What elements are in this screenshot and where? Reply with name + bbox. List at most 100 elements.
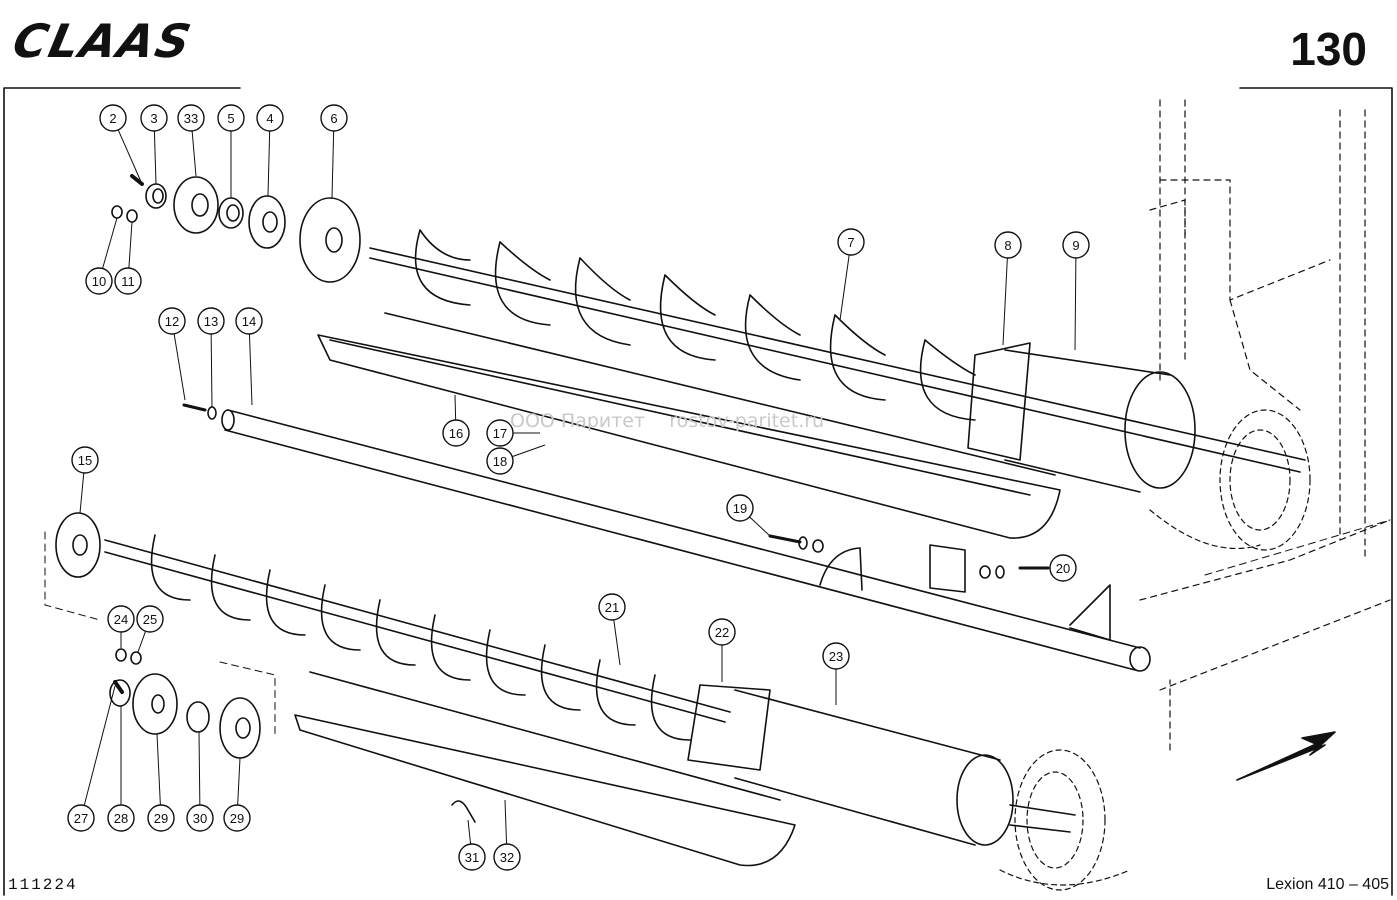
callout-label: 3 xyxy=(150,111,157,126)
callout-14: 14 xyxy=(235,307,263,406)
part-22-band xyxy=(687,684,771,771)
callout-leader xyxy=(137,631,147,653)
part-28-bearing xyxy=(109,679,131,707)
part-29-flange-a xyxy=(132,673,178,735)
callout-circle xyxy=(256,104,284,132)
callout-circle xyxy=(197,307,225,335)
callout-label: 17 xyxy=(493,426,507,441)
outer-bearing-housing-lower xyxy=(999,749,1131,891)
callout-leader xyxy=(467,819,472,845)
callout-circle xyxy=(837,228,865,256)
callout-leader xyxy=(267,130,271,197)
callout-2: 2 xyxy=(99,104,143,185)
callout-22: 22 xyxy=(708,618,736,682)
part-14-tube xyxy=(221,409,1151,672)
callout-leader xyxy=(79,472,85,514)
part-32-trough xyxy=(294,671,796,867)
model-label: Lexion 410 – 405 xyxy=(1266,876,1389,893)
callout-31: 31 xyxy=(458,819,486,871)
callout-9: 9 xyxy=(1062,231,1090,351)
callout-label: 28 xyxy=(114,811,128,826)
callout-33: 33 xyxy=(177,104,205,177)
callout-5: 5 xyxy=(217,104,245,198)
callout-leader xyxy=(1002,257,1008,346)
part-15-flange xyxy=(55,512,101,578)
part-16-trough xyxy=(317,312,1061,539)
callout-circle xyxy=(140,104,168,132)
callout-20: 20 xyxy=(1049,554,1077,582)
part-29-flange-b xyxy=(219,697,261,759)
callout-label: 23 xyxy=(829,649,843,664)
part-4-flange xyxy=(248,195,286,249)
callout-leader xyxy=(749,516,771,537)
callout-leader xyxy=(839,254,850,321)
callout-label: 32 xyxy=(500,850,514,865)
callout-circle xyxy=(158,307,186,335)
callout-label: 14 xyxy=(242,314,256,329)
callout-leader xyxy=(237,757,241,806)
callout-29: 29 xyxy=(223,757,251,832)
callout-leader xyxy=(504,799,508,845)
direction-arrow xyxy=(1236,731,1336,781)
callout-label: 29 xyxy=(154,811,168,826)
callout-3: 3 xyxy=(140,104,168,185)
callout-circle xyxy=(994,231,1022,259)
part-3-bearing xyxy=(145,183,167,209)
callout-label: 25 xyxy=(143,612,157,627)
callout-label: 6 xyxy=(330,111,337,126)
callout-leader xyxy=(331,130,335,199)
callout-circle xyxy=(223,804,251,832)
part-13-washer xyxy=(207,406,217,420)
lower-auger-shaft xyxy=(104,539,731,723)
callout-leader xyxy=(248,333,253,406)
alignment-lines xyxy=(44,519,1391,736)
callout-label: 9 xyxy=(1072,238,1079,253)
callout-leader xyxy=(173,333,186,401)
callout-label: 27 xyxy=(74,811,88,826)
callout-label: 13 xyxy=(204,314,218,329)
part-14-bracket xyxy=(819,547,863,591)
part-24-nut xyxy=(115,648,127,662)
callout-17: 17 xyxy=(486,419,540,447)
callout-circle xyxy=(114,267,142,295)
callout-label: 20 xyxy=(1056,561,1070,576)
part-19-bolt xyxy=(768,534,824,553)
callout-circle xyxy=(458,843,486,871)
part-23-tube xyxy=(734,689,1014,846)
callout-circle xyxy=(493,843,521,871)
page-number: 130 xyxy=(1290,23,1367,75)
callout-leader xyxy=(198,731,201,806)
callout-leader xyxy=(83,685,116,806)
callout-circle xyxy=(726,494,754,522)
callout-label: 33 xyxy=(184,111,198,126)
callout-label: 21 xyxy=(605,600,619,615)
callout-13: 13 xyxy=(197,307,225,408)
callout-6: 6 xyxy=(320,104,348,199)
callout-25: 25 xyxy=(136,605,164,653)
callout-leader xyxy=(191,130,197,177)
callout-label: 15 xyxy=(78,453,92,468)
header-frame-line-right xyxy=(1239,87,1393,896)
part-5-bearing xyxy=(218,197,244,229)
machine-housing xyxy=(1139,99,1391,751)
callout-label: 19 xyxy=(733,501,747,516)
callout-label: 11 xyxy=(121,274,135,289)
callout-19: 19 xyxy=(726,494,771,537)
callout-4: 4 xyxy=(256,104,284,197)
callout-circle xyxy=(598,593,626,621)
callout-label: 5 xyxy=(227,111,234,126)
outer-bearing-housing-upper xyxy=(1149,409,1311,551)
callout-circle xyxy=(67,804,95,832)
callout-21: 21 xyxy=(598,593,626,666)
callout-leader xyxy=(613,619,621,666)
drawing-number: 111224 xyxy=(8,876,78,894)
callout-label: 29 xyxy=(230,811,244,826)
part-12-bolt xyxy=(182,403,207,412)
callout-leader xyxy=(117,129,143,185)
callout-circle xyxy=(235,307,263,335)
callout-29: 29 xyxy=(147,733,175,832)
callout-15: 15 xyxy=(71,446,99,514)
part-2-pin xyxy=(130,174,144,186)
